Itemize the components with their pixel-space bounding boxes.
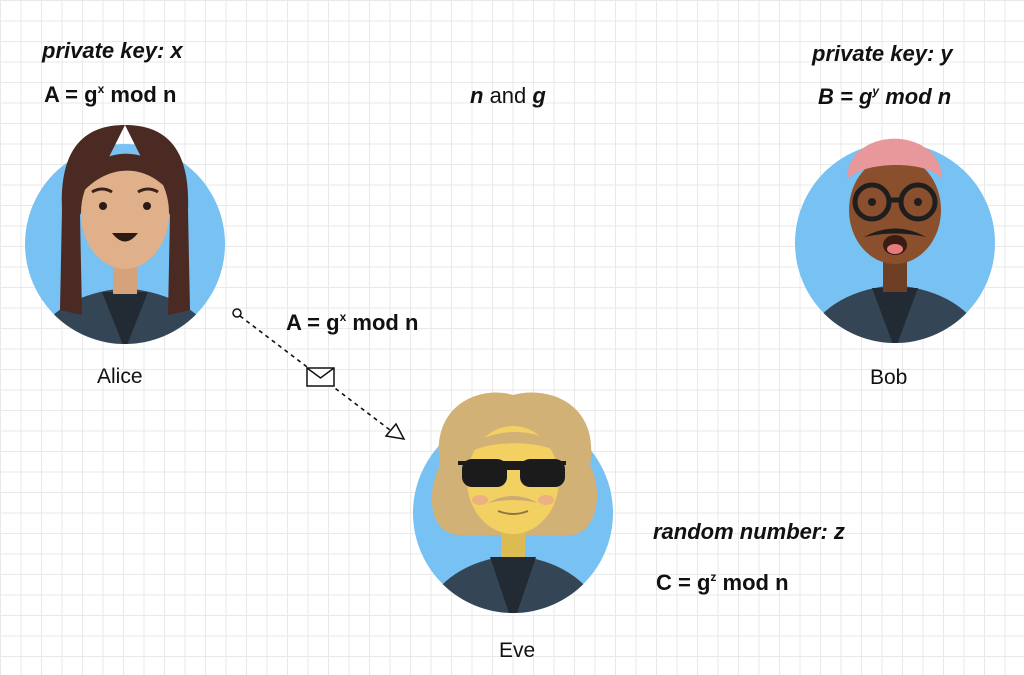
shared-params: n and g xyxy=(470,83,546,108)
eve-formula: C = gz mod n xyxy=(656,570,789,595)
eve-name: Eve xyxy=(499,639,536,662)
alice-name: Alice xyxy=(97,365,143,388)
bob-key-label: private key: y xyxy=(812,41,953,66)
alice-avatar xyxy=(25,125,225,344)
eve-avatar xyxy=(413,392,613,613)
arrow-head xyxy=(384,422,406,440)
message-formula: A = gx mod n xyxy=(286,310,419,335)
bob-avatar xyxy=(795,138,995,343)
bob-formula: B = gy mod n xyxy=(818,84,952,109)
alice-key-label: private key: x xyxy=(42,38,183,63)
envelope-icon xyxy=(306,367,335,387)
alice-formula: A = gx mod n xyxy=(44,82,177,107)
arrow-start-point xyxy=(232,308,242,318)
eve-key-label: random number: z xyxy=(653,519,845,544)
bob-name: Bob xyxy=(870,366,908,389)
